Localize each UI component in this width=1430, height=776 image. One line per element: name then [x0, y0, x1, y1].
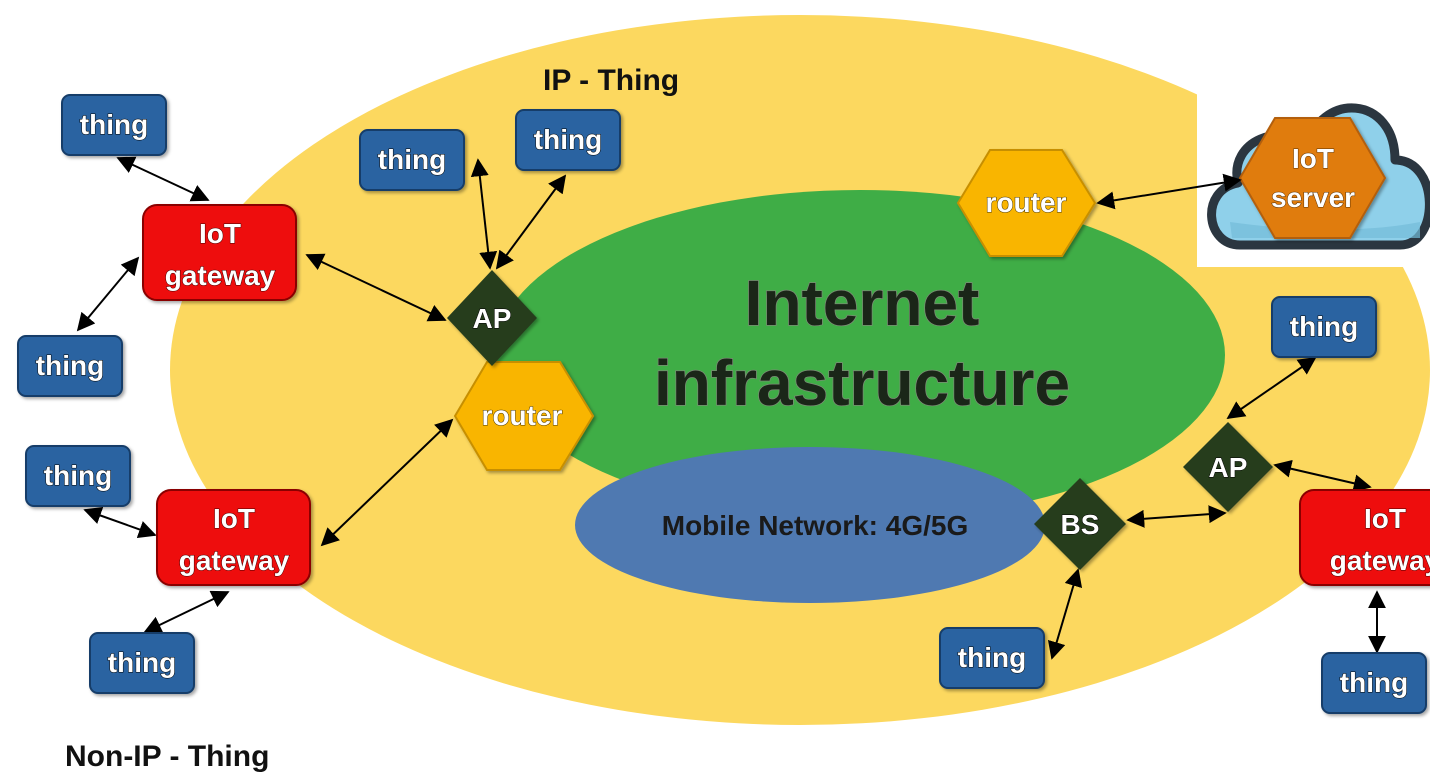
thing-box [939, 627, 1045, 689]
internet-label-line1: Internet [745, 267, 980, 339]
iot-server-label-line2: server [1271, 182, 1355, 213]
connections [76, 156, 1386, 660]
arrow-gateway2-thing [143, 590, 230, 634]
arrow-thing-ap-1 [470, 158, 498, 270]
ap-right-label: AP [1209, 452, 1248, 483]
thing-label: thing [378, 144, 446, 175]
ap-left [447, 270, 537, 366]
arrow-bs-ap [1126, 505, 1227, 528]
arrow-thing-ap-2 [495, 174, 567, 270]
thing-box [515, 109, 621, 171]
thing-boxes [17, 94, 1427, 714]
iot-gateway-right [1299, 489, 1430, 586]
arrow-gateway1-ap [305, 253, 447, 322]
router-top [956, 149, 1097, 257]
iot-gateway-top-left-line2: gateway [165, 260, 276, 291]
thing-label: thing [958, 642, 1026, 673]
thing-box [359, 129, 465, 191]
iot-gateway-bottom-left [156, 489, 311, 586]
thing-label: thing [80, 109, 148, 140]
arrow-thing-gateway2 [83, 506, 157, 539]
thing-label: thing [1290, 311, 1358, 342]
iot-gateway-right-line1: IoT [1364, 503, 1406, 534]
arrow-thing-gateway1 [116, 156, 210, 202]
iot-gateway-bottom-left-line1: IoT [213, 503, 255, 534]
iot-gateway-top-left-line1: IoT [199, 218, 241, 249]
mobile-network [575, 447, 1045, 603]
iot-server-label-line1: IoT [1292, 143, 1334, 174]
internet-label-line2: infrastructure [654, 347, 1070, 419]
mobile-network-label: Mobile Network: 4G/5G [662, 510, 969, 541]
router-left-label: router [482, 400, 563, 431]
thing-box [89, 632, 195, 694]
router-top-label: router [986, 187, 1067, 218]
thing-label: thing [108, 647, 176, 678]
base-station [1034, 478, 1126, 570]
thing-box [25, 445, 131, 507]
iot-gateway-top-left [142, 204, 297, 301]
thing-label: thing [1340, 667, 1408, 698]
ap-right [1183, 422, 1273, 512]
arrow-bs-thing [1047, 568, 1083, 660]
internet-infrastructure [495, 190, 1225, 520]
arrow-router-server [1096, 173, 1242, 210]
base-station-label: BS [1061, 509, 1100, 540]
thing-box [61, 94, 167, 156]
thing-label: thing [534, 124, 602, 155]
iot-gateway-right-line2: gateway [1330, 545, 1430, 576]
arrow-ap-thing [1226, 356, 1317, 420]
router-left [453, 361, 595, 471]
thing-box [1271, 296, 1377, 358]
thing-labels: thing thing thing thing thing thing thin… [35, 109, 1408, 699]
ip-thing-label: IP - Thing [543, 64, 679, 97]
ap-left-label: AP [473, 303, 512, 334]
arrow-gateway2-router [320, 418, 454, 547]
thing-box [1321, 652, 1427, 714]
thing-box [17, 335, 123, 397]
non-ip-thing-label: Non-IP - Thing [65, 740, 269, 773]
thing-label: thing [44, 460, 112, 491]
arrow-gateway1-thing [76, 256, 140, 332]
thing-label: thing [36, 350, 104, 381]
arrow-ap-gateway3 [1273, 459, 1372, 493]
iot-gateway-bottom-left-line2: gateway [179, 545, 290, 576]
